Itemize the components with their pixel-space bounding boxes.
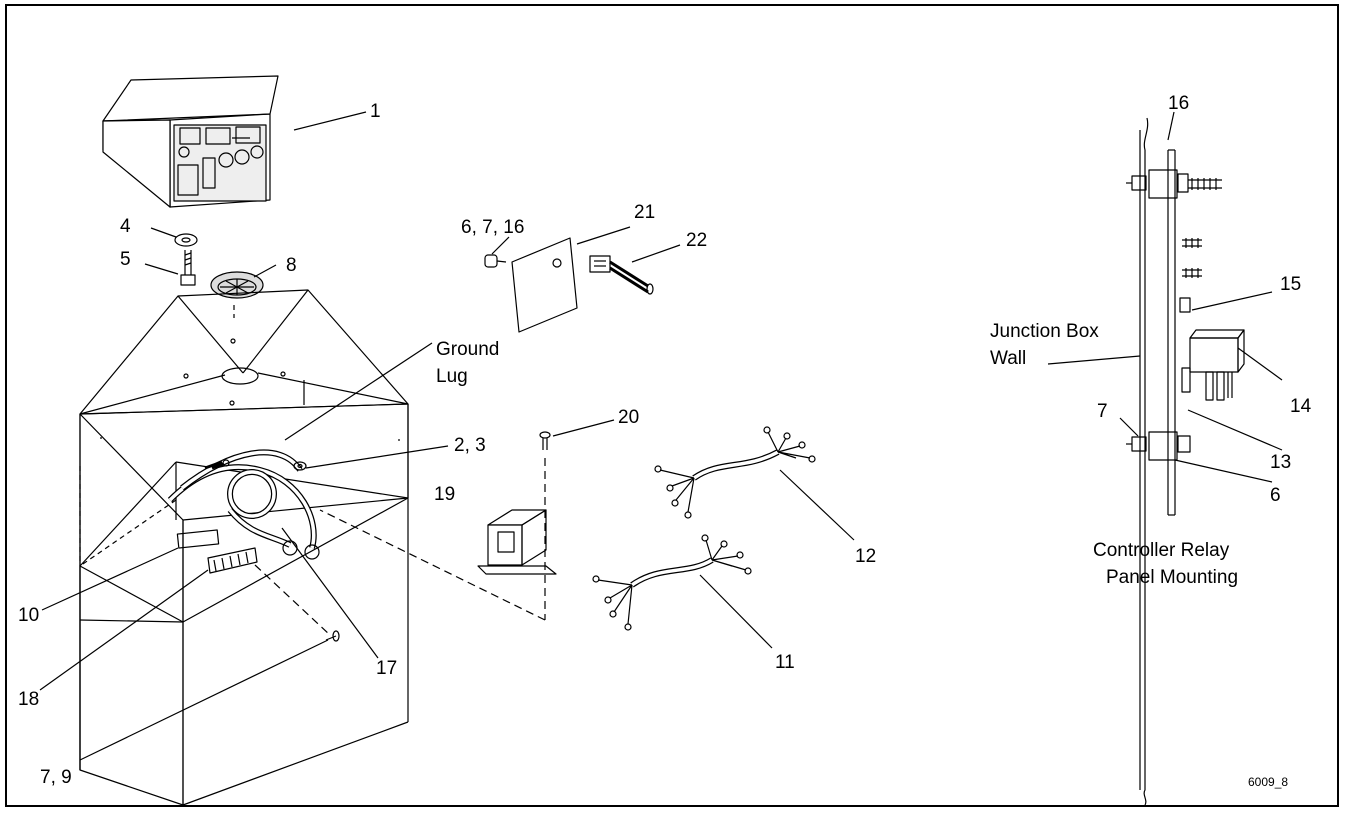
- standoff-6-7-16: [484, 254, 507, 268]
- callout-labels: 1 4 5 8 6, 7, 16 21 22 2, 3 20 19 12 11 …: [18, 93, 1312, 789]
- callout-r15: 15: [1280, 274, 1301, 295]
- callout-line-7-9: [79, 639, 329, 761]
- relay-panel-assembly: [1126, 117, 1245, 806]
- callout-6-7-16: 6, 7, 16: [461, 217, 524, 238]
- callout-8: 8: [286, 255, 297, 276]
- callout-18: 18: [18, 689, 39, 710]
- callout-11: 11: [775, 652, 795, 673]
- ground-lug: [211, 459, 230, 470]
- callout-line-17: [281, 527, 379, 659]
- ground-lug-label-1: Ground: [436, 339, 499, 360]
- callout-line-r16: [1167, 111, 1175, 141]
- controller-box: [102, 75, 279, 208]
- callout-10: 10: [18, 605, 39, 626]
- figure-code: 6009_8: [1248, 775, 1288, 789]
- terminal-block-18: [207, 547, 258, 574]
- nut-washer-2-3: [293, 461, 307, 471]
- circuit-board-21: [511, 237, 578, 333]
- transformer-19: [477, 509, 557, 575]
- center-line-18: [254, 564, 331, 636]
- callout-r13: 13: [1270, 452, 1291, 473]
- washer-4: [174, 233, 198, 247]
- callout-line-8: [253, 264, 277, 278]
- wire-harness-12: [654, 426, 816, 519]
- callout-line-11: [699, 574, 773, 649]
- callout-line-5: [144, 263, 179, 275]
- relay-caption-2: Panel Mounting: [1106, 567, 1238, 588]
- callout-22: 22: [686, 230, 707, 251]
- callout-line-r15: [1191, 291, 1273, 311]
- callout-1: 1: [370, 101, 381, 122]
- callout-r7: 7: [1097, 401, 1108, 422]
- callout-line-2-3: [305, 445, 449, 469]
- callout-line-r7: [1119, 417, 1139, 437]
- callout-19: 19: [434, 484, 455, 505]
- junction-box: [79, 289, 409, 806]
- callout-2-3: 2, 3: [454, 435, 486, 456]
- callout-17: 17: [376, 658, 397, 679]
- ground-lug-label-2: Lug: [436, 366, 468, 387]
- callout-line-r13: [1187, 409, 1283, 451]
- relay-caption-1: Controller Relay: [1093, 540, 1230, 561]
- callout-line-21: [576, 226, 631, 245]
- callout-line-junction-wall: [1047, 355, 1141, 365]
- callout-21: 21: [634, 202, 655, 223]
- callout-r6: 6: [1270, 485, 1281, 506]
- callout-line-4: [150, 227, 177, 238]
- connector-22: [589, 255, 654, 295]
- screw-7-9: [325, 630, 340, 642]
- center-line-19: [319, 509, 546, 621]
- wire-harness-11: [592, 534, 752, 631]
- callout-4: 4: [120, 216, 131, 237]
- callout-line-22: [631, 244, 681, 263]
- figure-frame: [5, 4, 1339, 807]
- callout-7-9: 7, 9: [40, 767, 72, 788]
- bolt-5: [180, 250, 196, 286]
- callout-line-10: [41, 547, 179, 611]
- callout-line-6-7-16: [491, 236, 510, 255]
- callout-line-20: [552, 419, 615, 437]
- callout-5: 5: [120, 249, 131, 270]
- callout-line-ground-lug: [284, 342, 433, 441]
- callout-r14: 14: [1290, 396, 1312, 417]
- callout-20: 20: [618, 407, 639, 428]
- callout-line-r6: [1174, 459, 1273, 483]
- callout-line-18: [39, 569, 209, 691]
- callout-line-r14: [1237, 347, 1283, 381]
- junction-box-label-2: Wall: [990, 348, 1026, 369]
- grommet-8: [210, 271, 264, 299]
- cable-assembly-17: [167, 449, 320, 560]
- junction-box-label-1: Junction Box: [990, 321, 1099, 342]
- plate-10: [176, 529, 220, 549]
- callout-r16: 16: [1168, 93, 1189, 114]
- screw-20: [539, 431, 551, 450]
- callout-12: 12: [855, 546, 876, 567]
- callout-line-12: [779, 469, 855, 541]
- callout-line-1: [293, 111, 367, 131]
